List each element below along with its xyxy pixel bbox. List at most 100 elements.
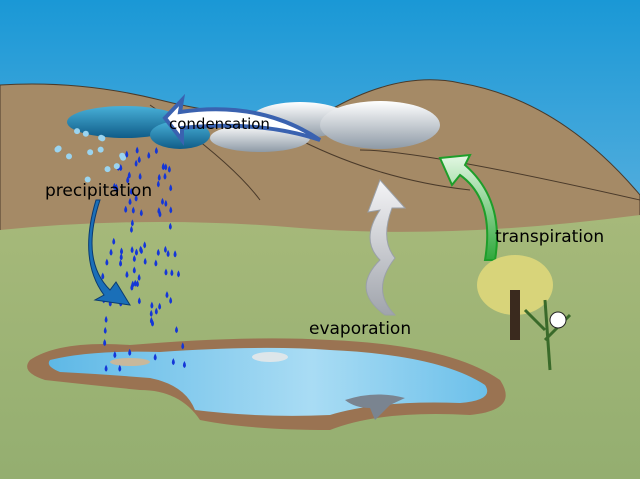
tree	[477, 255, 572, 371]
raindrop	[135, 280, 139, 288]
raindrop	[167, 165, 171, 173]
shark-icon	[345, 394, 405, 420]
snowflake-icon	[119, 152, 126, 159]
raindrop	[168, 222, 172, 230]
raindrop	[139, 209, 143, 217]
raindrop	[124, 205, 128, 213]
raindrop	[137, 273, 141, 281]
raindrops	[54, 128, 186, 372]
raindrop	[163, 245, 167, 253]
raindrop	[160, 197, 164, 205]
raindrop	[147, 151, 151, 159]
raindrop	[166, 249, 170, 257]
raindrop	[128, 197, 132, 205]
transpiration-label: transpiration	[495, 227, 605, 247]
raindrop	[181, 342, 185, 350]
raindrop	[129, 225, 133, 233]
raindrop	[175, 326, 179, 334]
raindrop	[109, 248, 113, 256]
raindrop	[131, 206, 135, 214]
raindrop	[154, 146, 158, 154]
raindrop	[154, 307, 158, 315]
raindrop	[125, 270, 129, 278]
raindrop	[130, 283, 134, 291]
raindrop	[132, 254, 136, 262]
condensation-label: condensation	[169, 115, 270, 133]
snowflake-icon	[99, 135, 106, 142]
raindrop	[173, 250, 177, 258]
precipitation-label: precipitation	[45, 181, 153, 201]
raindrop	[134, 159, 138, 167]
raindrop	[149, 316, 153, 324]
raindrop	[169, 206, 173, 214]
snowflake-icon	[104, 166, 111, 173]
raindrop	[149, 309, 153, 317]
raindrop	[169, 184, 173, 192]
raindrop	[163, 172, 167, 180]
snowflake-icon	[87, 149, 94, 156]
raindrop	[134, 248, 138, 256]
raindrop	[125, 150, 129, 158]
raindrop	[103, 326, 107, 334]
raindrop	[137, 155, 141, 163]
fish	[110, 352, 405, 420]
snowflake-icon	[84, 176, 91, 183]
raindrop	[170, 269, 174, 277]
raindrop	[126, 176, 130, 184]
raindrop	[157, 207, 161, 215]
raindrop	[143, 241, 147, 249]
raindrop	[119, 164, 123, 172]
raindrop	[164, 268, 168, 276]
snowflake-icon	[74, 128, 81, 135]
raindrop	[169, 296, 173, 304]
raindrop	[104, 315, 108, 323]
transpiration-arrow	[438, 153, 498, 261]
raindrop	[158, 302, 162, 310]
raindrop	[112, 182, 116, 190]
raindrop	[182, 360, 186, 368]
evaporation-label: evaporation	[309, 319, 412, 339]
raindrop	[150, 301, 154, 309]
raindrop	[137, 297, 141, 305]
snowflake-icon	[113, 163, 120, 170]
raindrop	[132, 266, 136, 274]
raindrop	[130, 246, 134, 254]
raindrop	[143, 257, 147, 265]
snowflake-icon	[66, 153, 73, 160]
raindrop	[120, 247, 124, 255]
raindrop	[134, 194, 138, 202]
raindrop	[104, 364, 108, 372]
raindrop	[127, 171, 131, 179]
raindrop	[153, 353, 157, 361]
raindrop	[156, 248, 160, 256]
raindrop	[128, 348, 132, 356]
raindrop	[129, 187, 133, 195]
raindrop	[154, 259, 158, 267]
raindrop	[101, 272, 105, 280]
snowflake-icon	[82, 130, 89, 137]
raindrop	[105, 258, 109, 266]
raindrop	[161, 162, 165, 170]
raindrop	[171, 358, 175, 366]
raindrop	[164, 199, 168, 207]
snowflake-icon	[97, 146, 104, 153]
raindrop	[130, 219, 134, 227]
raindrop	[157, 173, 161, 181]
raindrop	[156, 180, 160, 188]
precipitation-arrow	[88, 199, 131, 306]
raindrop	[165, 291, 169, 299]
raindrop	[113, 351, 117, 359]
raindrop	[119, 259, 123, 267]
raindrop	[119, 253, 123, 261]
raindrop	[135, 146, 139, 154]
raindrop	[133, 279, 137, 287]
raindrop	[139, 245, 143, 253]
raindrop	[164, 163, 168, 171]
raindrop	[112, 237, 116, 245]
raindrop	[103, 338, 107, 346]
raindrop	[138, 172, 142, 180]
snowflake-icon	[54, 146, 61, 153]
evaporation-arrow	[365, 179, 407, 316]
